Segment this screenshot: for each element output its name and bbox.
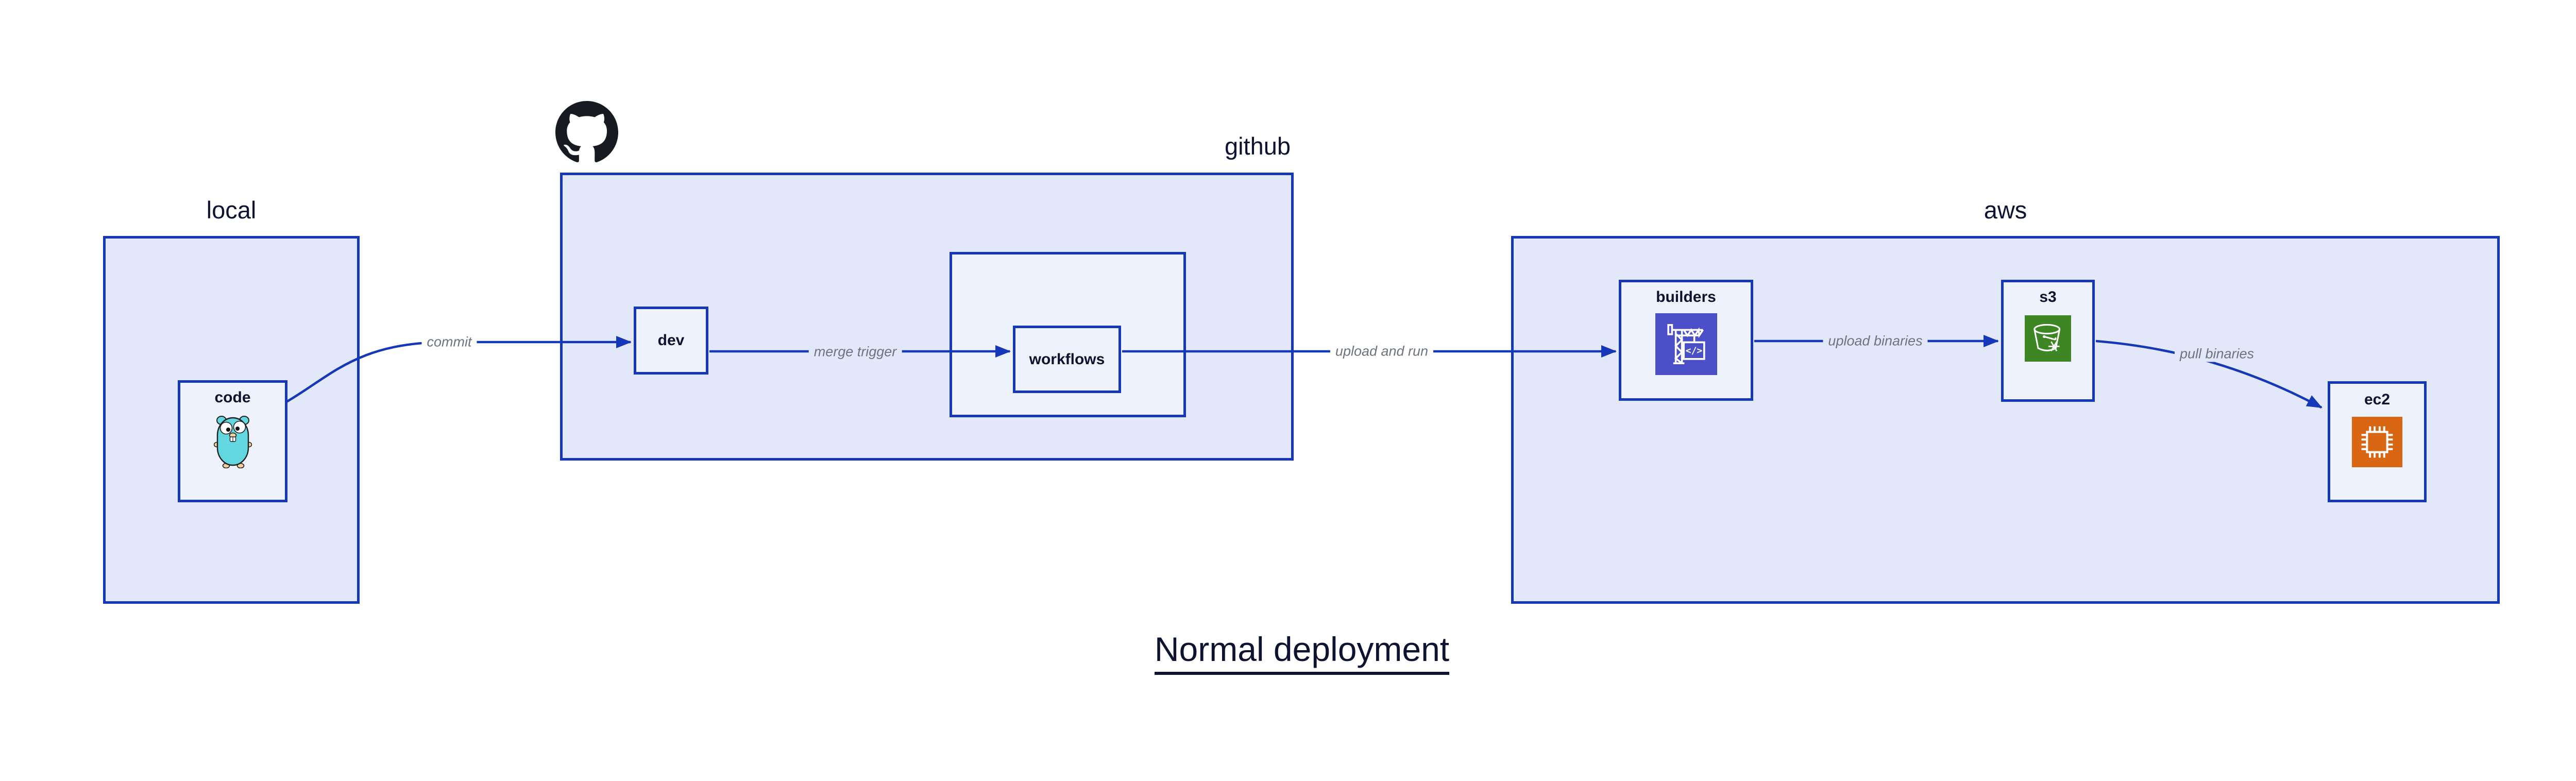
aws-s3-svg xyxy=(2025,315,2071,362)
go-gopher-icon xyxy=(213,415,252,468)
edge-label-merge-trigger: merge trigger xyxy=(808,344,902,360)
aws-container-label: aws xyxy=(1984,196,2027,224)
svg-text:</>: </> xyxy=(1685,346,1702,356)
aws-codebuild-crane-icon: </> xyxy=(1655,313,1717,375)
go-gopher-svg xyxy=(213,416,252,468)
github-octocat-logo-svg xyxy=(555,101,618,162)
workflows-node: workflows xyxy=(1013,326,1121,393)
dev-node: dev xyxy=(634,307,708,375)
edge-label-pull-binaries: pull binaries xyxy=(2174,346,2260,362)
aws-codebuild-svg: </> xyxy=(1655,313,1717,375)
github-container-label: github xyxy=(1224,132,1291,160)
dev-node-label: dev xyxy=(657,332,685,349)
code-node: code xyxy=(178,380,287,502)
github-octocat-logo-icon xyxy=(555,101,618,164)
builders-node-label: builders xyxy=(1656,288,1716,305)
code-node-label: code xyxy=(214,389,251,406)
s3-node-label: s3 xyxy=(2039,288,2057,305)
aws-s3-bucket-snowflake-icon xyxy=(2025,315,2071,362)
aws-ec2-svg xyxy=(2352,417,2402,467)
edge-label-upload-and-run: upload and run xyxy=(1330,343,1434,360)
diagram-title: Normal deployment xyxy=(0,630,2576,675)
edge-label-commit: commit xyxy=(421,334,477,350)
builders-node: builders </> xyxy=(1619,280,1753,401)
ec2-node-label: ec2 xyxy=(2364,391,2391,408)
workflows-node-label: workflows xyxy=(1029,350,1105,368)
s3-node: s3 xyxy=(2001,280,2095,402)
diagram-title-text: Normal deployment xyxy=(1154,630,1450,675)
aws-ec2-chip-icon xyxy=(2352,417,2402,467)
edge-label-upload-binaries: upload binaries xyxy=(1823,333,1928,349)
local-container-label: local xyxy=(206,196,257,224)
ec2-node: ec2 xyxy=(2328,381,2427,502)
